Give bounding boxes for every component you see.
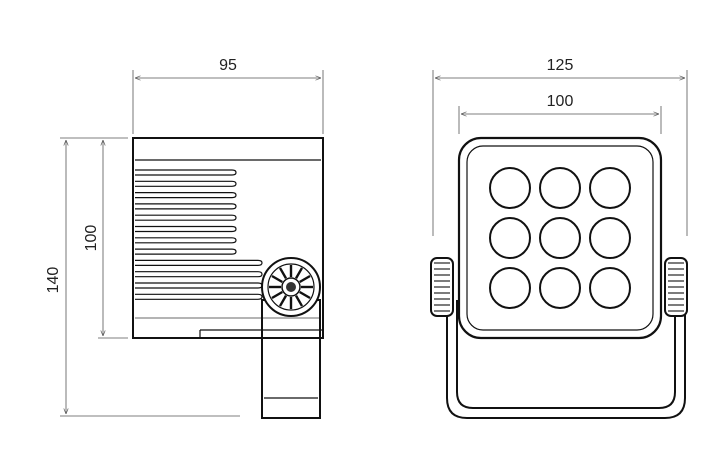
led-lens	[589, 167, 631, 209]
side-view	[132, 137, 324, 419]
cooling-fin	[135, 169, 237, 176]
front-body-inner	[466, 145, 654, 331]
knob-spoke	[299, 290, 311, 300]
cooling-fin	[135, 203, 237, 210]
cooling-fin	[135, 248, 237, 255]
front-u-bracket-inner	[456, 300, 676, 409]
led-lens	[589, 267, 631, 309]
cooling-fin	[135, 237, 237, 244]
front-knob-right	[664, 257, 688, 317]
knob-spoke	[271, 290, 283, 300]
knob-spoke	[299, 274, 311, 284]
dim-label-front-body-width: 100	[547, 93, 574, 110]
led-lens	[589, 217, 631, 259]
led-lens	[539, 217, 581, 259]
led-lens	[539, 167, 581, 209]
front-knob-left	[430, 257, 454, 317]
side-body	[132, 137, 324, 339]
led-lens	[539, 267, 581, 309]
knob-spoke	[278, 267, 288, 279]
dim-label-side-total-height: 140	[45, 267, 62, 294]
knob-spoke	[294, 267, 304, 279]
cooling-fin	[135, 293, 263, 300]
led-lens	[489, 167, 531, 209]
cooling-fin	[135, 259, 263, 266]
dim-label-side-width: 95	[219, 57, 237, 74]
bracket-knob	[261, 257, 321, 317]
side-dimensions: 95 100 140	[45, 57, 324, 417]
cooling-fin	[135, 214, 237, 221]
cooling-fins	[135, 169, 263, 300]
knob-spoke	[294, 295, 304, 307]
knob-spoke	[278, 295, 288, 307]
cooling-fin	[135, 192, 237, 199]
cooling-fin	[135, 180, 237, 187]
cooling-fin	[135, 225, 237, 233]
knob-spoke	[271, 274, 283, 284]
led-lens	[489, 217, 531, 259]
front-u-bracket-outer	[446, 262, 686, 419]
led-array	[489, 167, 631, 309]
dim-label-side-inner-height: 100	[83, 225, 100, 252]
front-view	[430, 136, 688, 419]
dim-label-front-total-width: 125	[547, 57, 574, 74]
cooling-fin	[135, 282, 263, 289]
front-dimensions: 125 100	[432, 57, 688, 236]
cooling-fin	[135, 271, 263, 278]
led-lens	[489, 267, 531, 309]
